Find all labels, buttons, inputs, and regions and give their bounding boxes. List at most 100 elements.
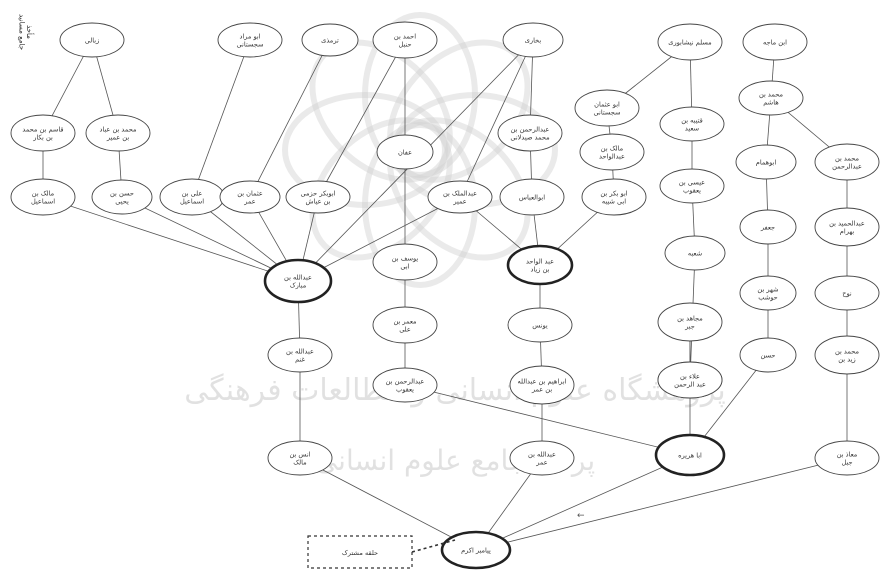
narrator-node-outline: [85, 114, 151, 152]
narrator-node-outline: [509, 440, 575, 476]
narrator-node-outline: [502, 22, 564, 58]
edge-n48-n49: [475, 457, 848, 551]
narrator-node: ابا هریره: [654, 433, 726, 477]
narrator-node-label: حسن: [761, 351, 776, 359]
narrator-node: بخاری: [502, 22, 564, 58]
narrator-node-outline: [509, 365, 575, 405]
narrator-node-outline: [285, 180, 351, 214]
narrator-node: جعفر: [739, 209, 797, 245]
edge-n45-n49: [299, 457, 477, 551]
narrator-node-outline: [372, 21, 438, 59]
narrator-node-label: یونس: [532, 321, 548, 329]
narrator-node-outline: [10, 178, 76, 216]
narrator-node: پیامبر اکرم: [440, 530, 512, 570]
narrator-node-outline: [739, 337, 797, 373]
narrator-node-outline: [376, 134, 434, 170]
narrator-node-outline: [664, 235, 726, 271]
narrator-node: ابن ماجه: [742, 23, 808, 61]
narrator-node-outline: [10, 114, 76, 152]
narrator-node: ابوالعباس: [499, 178, 565, 216]
narrator-node-label: پیامبر اکرم: [461, 546, 491, 554]
source-note-line-2: جامع مسانید: [17, 14, 26, 51]
edge-n03-n24: [249, 39, 331, 198]
narrator-node: عفان: [376, 134, 434, 170]
narrator-node: ابوهمام: [735, 144, 797, 180]
narrator-node-outline: [372, 243, 438, 281]
narrator-node-label: مسلم نیشابوری: [668, 38, 711, 46]
narrator-node-outline: [372, 306, 438, 344]
common-link-label: حلقه مشترک: [342, 549, 378, 557]
narrator-node-outline: [659, 106, 725, 142]
edge-n05-n26: [459, 39, 534, 198]
narrator-node-outline: [735, 144, 797, 180]
narrator-node-outline: [574, 89, 640, 127]
narrator-node-outline: [814, 440, 880, 476]
edge-n21-n30: [121, 196, 299, 282]
narrator-node-outline: [814, 207, 880, 247]
edge-n02-n23: [191, 39, 251, 198]
narrator-node-outline: [814, 335, 880, 375]
edge-n22-n30: [42, 196, 299, 282]
narrator-node-outline: [814, 275, 880, 311]
narrator-node-outline: [91, 179, 153, 215]
narrator-node-outline: [59, 22, 125, 58]
narrator-node-label: ابوالعباس: [519, 193, 545, 201]
narrator-node-label: بخاری: [525, 36, 542, 44]
narrator-node-outline: [267, 440, 333, 476]
narrator-node-outline: [219, 180, 281, 214]
narrator-node-outline: [657, 302, 723, 342]
watermark-line-1: پژوهشگاه علوم انسانی و مطالعات فرهنگی: [184, 373, 726, 408]
narrator-node-label: جعفر: [760, 223, 775, 231]
arrow-mark: ←: [577, 511, 585, 521]
narrator-node: نوح: [814, 275, 880, 311]
narrator-node-label: زبالی: [85, 36, 100, 44]
narrator-node-outline: [659, 168, 725, 204]
source-note: مأخذ جامع مسانید: [4, 14, 33, 51]
narrator-node-outline: [440, 530, 512, 570]
narrator-node-label: نوح: [842, 289, 852, 297]
narrator-node-outline: [507, 307, 573, 343]
narrator-node-outline: [427, 180, 493, 214]
